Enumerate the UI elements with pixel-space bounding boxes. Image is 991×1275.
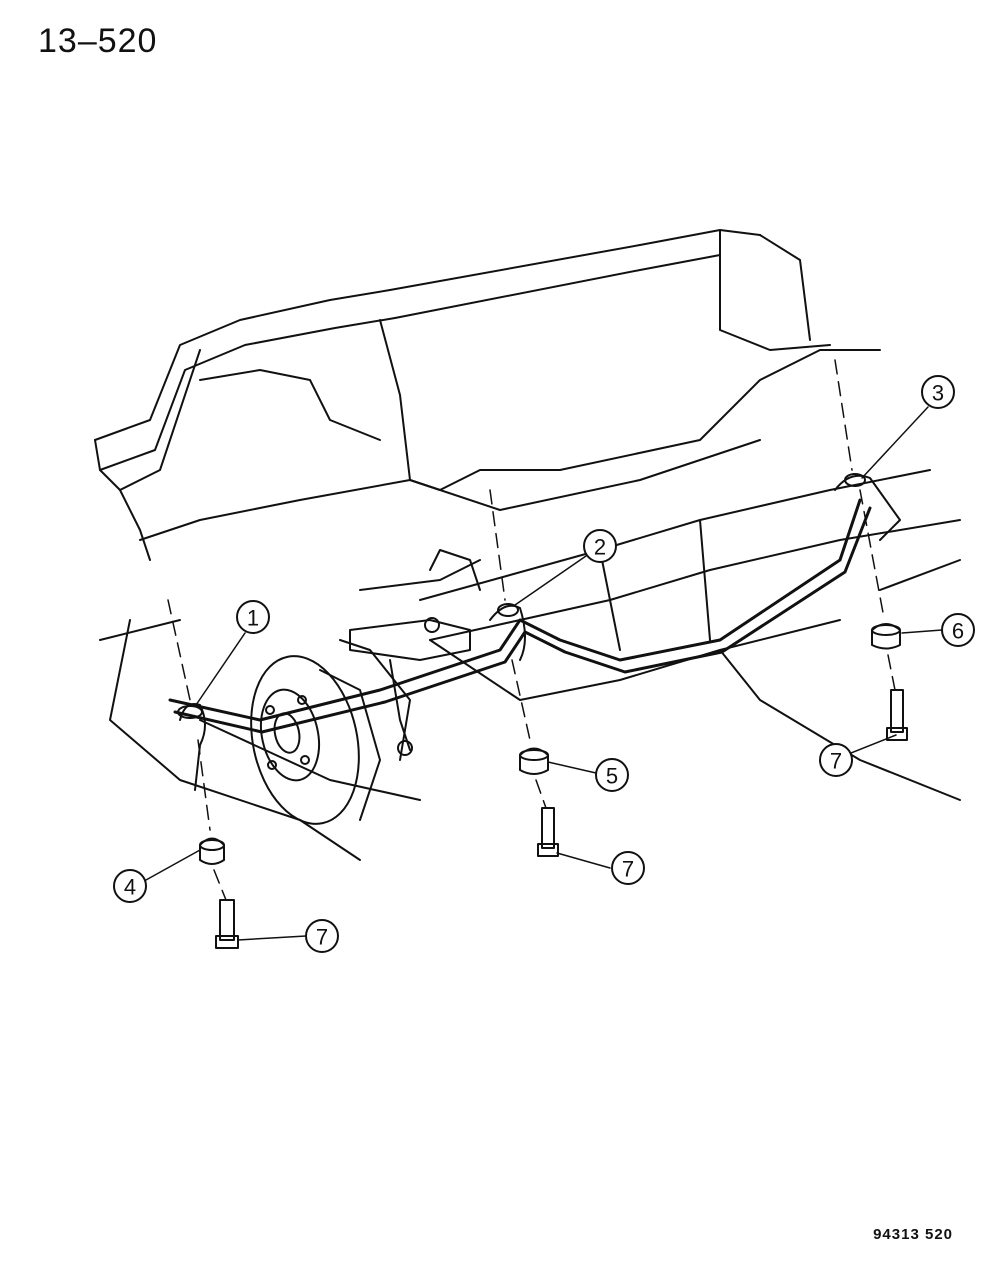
callout-4: 4 [113, 869, 147, 903]
callout-2-label: 2 [594, 535, 606, 560]
callout-5-label: 5 [606, 764, 618, 789]
page-number: 13–520 [38, 22, 158, 60]
leader-lines [145, 406, 943, 941]
bushing-brackets [177, 473, 901, 791]
callout-6-label: 6 [952, 619, 964, 644]
callout-6: 6 [941, 613, 975, 647]
sway-bar [168, 498, 872, 734]
assembly-lines [167, 359, 896, 901]
callout-3: 3 [921, 375, 955, 409]
callout-3-label: 3 [932, 381, 944, 406]
callout-7c-label: 7 [830, 749, 842, 774]
callout-7a: 7 [305, 919, 339, 953]
retainers [199, 623, 901, 865]
callout-7a-label: 7 [316, 925, 328, 950]
callout-7b-label: 7 [622, 857, 634, 882]
figure-code: 94313 520 [873, 1226, 953, 1243]
vehicle-body [94, 229, 881, 561]
control-arm [349, 549, 481, 756]
callout-2: 2 [583, 529, 617, 563]
callout-5: 5 [595, 758, 629, 792]
callout-1-label: 1 [247, 606, 259, 631]
bolts [215, 689, 908, 949]
callout-1: 1 [236, 600, 270, 634]
callout-7b: 7 [611, 851, 645, 885]
callout-4-label: 4 [124, 875, 136, 900]
frame-rail [99, 469, 961, 861]
brake-rotor-hub [250, 639, 411, 825]
callout-7c: 7 [819, 743, 853, 777]
